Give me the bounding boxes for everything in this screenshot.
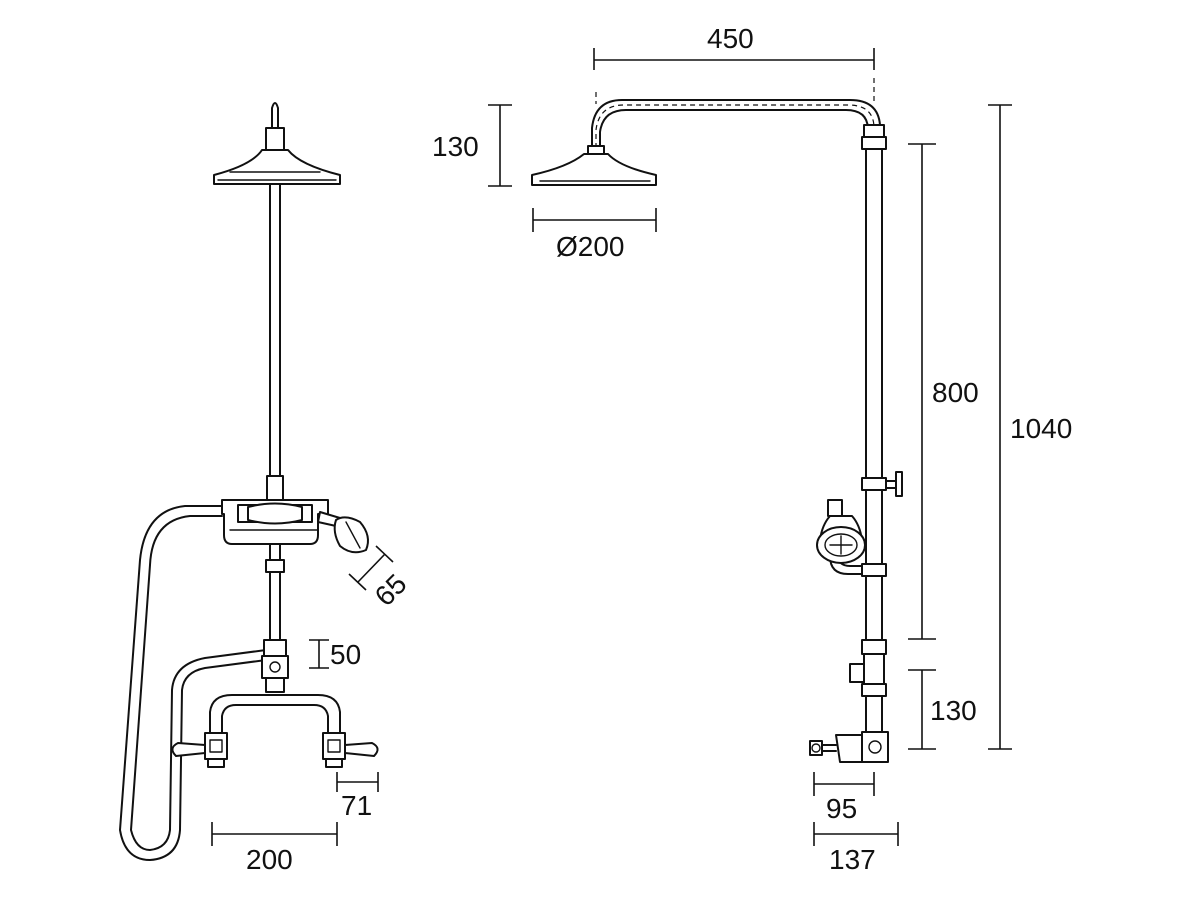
front-flexible-hose	[119, 505, 267, 861]
dim-label-tap-centres: 200	[246, 844, 293, 875]
dim-label-wall-depth: 95	[826, 793, 857, 824]
dim-hand-shower	[348, 545, 394, 591]
dim-label-head-diameter: Ø200	[556, 231, 625, 262]
dim-tap-offset	[336, 772, 379, 792]
dim-label-head-height: 130	[432, 131, 479, 162]
front-gooseneck	[271, 102, 279, 131]
dim-arm-length	[593, 48, 875, 70]
dim-valve-height	[908, 669, 936, 750]
dim-label-rail-height: 800	[932, 377, 979, 408]
dim-label-valve-height: 130	[930, 695, 977, 726]
front-shower-head	[213, 149, 341, 185]
dim-head-height	[488, 104, 512, 187]
front-riser-rail	[265, 184, 285, 641]
front-tap-bridge	[209, 694, 341, 736]
front-tap-right	[322, 732, 379, 768]
front-head-collar	[265, 127, 285, 151]
side-shower-head	[531, 145, 657, 186]
dim-rail-height	[908, 143, 936, 640]
dim-outlet-drop	[309, 639, 329, 669]
front-tap-left	[171, 732, 228, 768]
dim-label-arm-length: 450	[707, 23, 754, 54]
dim-head-diameter	[532, 208, 657, 232]
front-view	[119, 102, 379, 861]
side-view	[531, 78, 903, 763]
dim-label-total-depth: 137	[829, 844, 876, 875]
dim-label-outlet-drop: 50	[330, 639, 361, 670]
dim-total-depth	[813, 822, 899, 846]
dim-tap-centres	[211, 822, 338, 846]
side-wall-bracket	[885, 471, 903, 497]
side-riser-rail	[861, 136, 887, 736]
front-diverter	[261, 639, 289, 693]
front-handshower-cradle	[221, 499, 329, 545]
front-hand-shower	[317, 511, 369, 554]
dim-label-hand-shower: 65	[369, 568, 413, 612]
side-hand-shower	[816, 499, 866, 575]
dim-label-tap-offset: 71	[341, 790, 372, 821]
side-overhead-arm	[591, 78, 885, 149]
side-mixer-valve	[809, 663, 889, 763]
dim-total-height	[988, 104, 1012, 750]
dim-wall-depth	[813, 772, 875, 796]
dim-label-total-height: 1040	[1010, 413, 1072, 444]
